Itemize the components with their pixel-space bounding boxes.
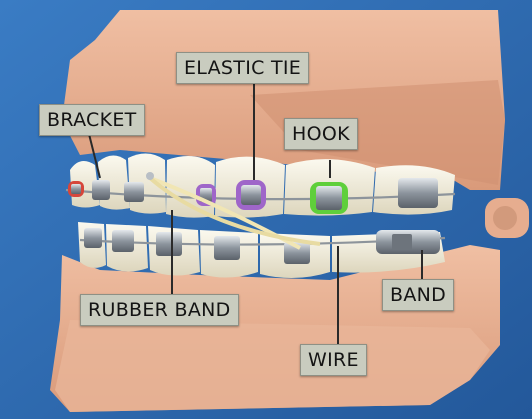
hook-label: HOOK	[284, 118, 358, 150]
rubber-band-label: RUBBER BAND	[80, 294, 239, 326]
bracket	[124, 182, 144, 202]
bracket	[241, 185, 261, 205]
wire-label: WIRE	[300, 344, 367, 376]
molar-bracket	[398, 178, 438, 208]
band-slot	[392, 234, 412, 250]
lower-gum-front	[55, 320, 490, 412]
bracket	[84, 228, 102, 248]
bracket	[316, 186, 342, 210]
bracket	[156, 232, 182, 256]
bracket-label: BRACKET	[39, 104, 145, 136]
bracket	[71, 184, 81, 194]
rubber-band-anchor	[146, 172, 154, 180]
bracket	[92, 180, 110, 200]
elastic-tie-label: ELASTIC TIE	[176, 52, 309, 84]
bracket	[214, 236, 240, 260]
bracket	[112, 230, 134, 252]
band-label: BAND	[382, 279, 454, 311]
hinge-pin	[493, 206, 517, 230]
